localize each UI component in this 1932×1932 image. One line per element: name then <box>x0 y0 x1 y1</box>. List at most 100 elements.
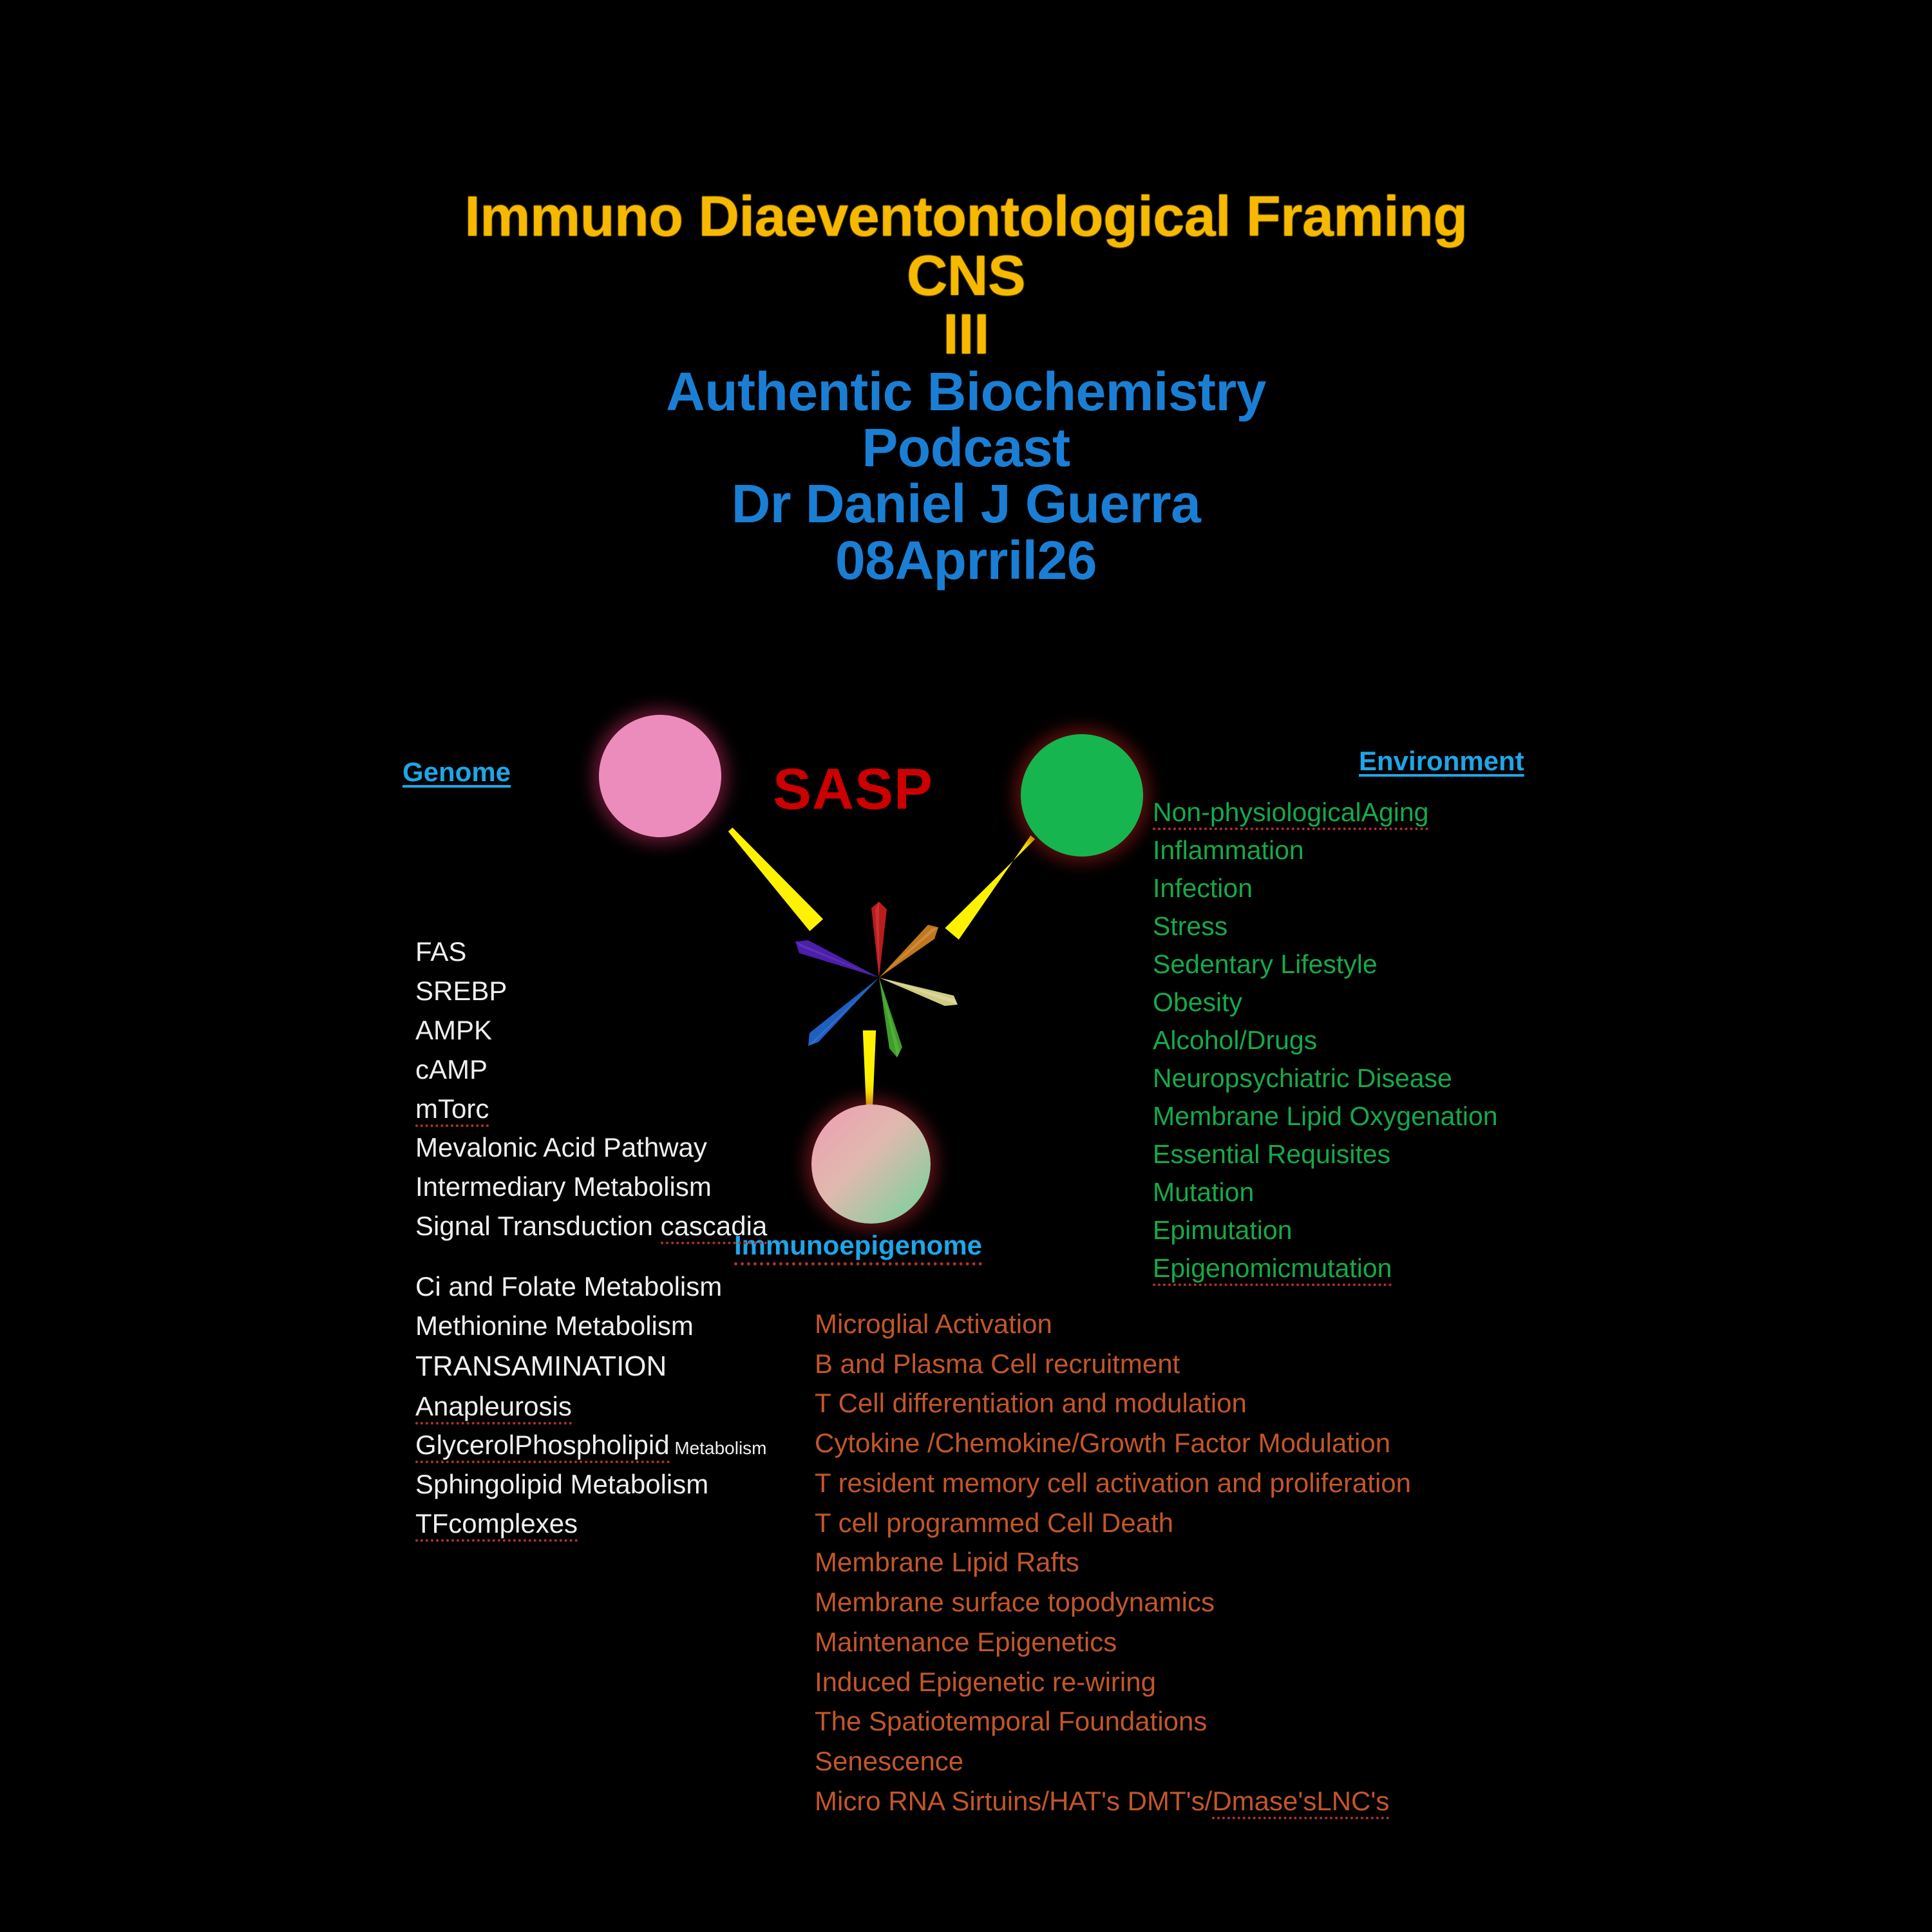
list-item-label: Mutation <box>1153 1177 1255 1208</box>
list-item-tail: Dmase'sLNC's <box>1212 1785 1390 1819</box>
list-item: Inflammation <box>1153 831 1498 869</box>
list-item: T resident memory cell activation and pr… <box>815 1463 1411 1503</box>
list-item: AMPK <box>415 1011 767 1050</box>
list-item: Stress <box>1153 907 1498 945</box>
list-item: Cytokine /Chemokine/Growth Factor Modula… <box>815 1423 1411 1463</box>
title-block: Immuno Diaeventontological Framing CNS I… <box>0 187 1932 589</box>
list-item-label: Stress <box>1153 911 1228 942</box>
list-item: FAS <box>415 933 767 972</box>
list-item-label: Signal Transduction <box>415 1211 661 1242</box>
list-item-label: FAS <box>415 936 467 967</box>
connector-center-to-immunoepigenome <box>862 1030 876 1121</box>
list-item: SREBP <box>415 972 767 1011</box>
title-line-6: Dr Daniel J Guerra <box>731 473 1201 535</box>
list-item-label: Neuropsychiatric Disease <box>1153 1063 1452 1094</box>
list-item-label: Epigenomicmutation <box>1153 1253 1392 1287</box>
list-item: T Cell differentiation and modulation <box>815 1383 1411 1423</box>
title-line-2: CNS <box>906 243 1026 307</box>
list-item-label: Maintenance Epigenetics <box>815 1626 1117 1657</box>
list-item: Methionine Metabolism <box>415 1307 767 1346</box>
list-item-label: Sphingolipid Metabolism <box>415 1469 709 1500</box>
list-item: mTorc <box>415 1090 767 1129</box>
list-item-label: TFcomplexes <box>415 1508 578 1542</box>
list-item-label: TRANSAMINATION <box>415 1350 667 1382</box>
list-item: Sedentary Lifestyle <box>1153 945 1498 983</box>
node-circle-genome <box>599 715 721 837</box>
list-item: Anapleurosis <box>415 1387 767 1426</box>
list-item-label: Methionine Metabolism <box>415 1310 694 1341</box>
list-item: Sphingolipid Metabolism <box>415 1465 767 1504</box>
list-item: Epimutation <box>1153 1211 1498 1249</box>
list-item: T cell programmed Cell Death <box>815 1503 1411 1543</box>
immunoepigenome-process-list: Microglial Activation B and Plasma Cell r… <box>815 1304 1411 1821</box>
list-item: Non-physiologicalAging <box>1153 793 1498 831</box>
list-item: Induced Epigenetic re-wiring <box>815 1662 1411 1702</box>
list-item: TFcomplexes <box>415 1504 767 1544</box>
list-item-label: Inflammation <box>1153 835 1304 866</box>
list-item: Microglial Activation <box>815 1304 1411 1344</box>
list-item: Maintenance Epigenetics <box>815 1622 1411 1662</box>
title-line-5: Podcast <box>862 417 1070 478</box>
list-item-label: Cytokine /Chemokine/Growth Factor Modula… <box>815 1428 1391 1459</box>
list-item: Neuropsychiatric Disease <box>1153 1059 1498 1097</box>
node-circle-environment <box>1021 734 1143 857</box>
list-item: B and Plasma Cell recruitment <box>815 1344 1411 1384</box>
list-item-label: Mevalonic Acid Pathway <box>415 1132 707 1163</box>
list-item-label: SREBP <box>415 975 507 1006</box>
title-line-7: 08Aprril26 <box>835 529 1097 591</box>
list-item: cAMP <box>415 1050 767 1090</box>
list-item-label: Anapleurosis <box>415 1390 572 1425</box>
list-item-label: T cell programmed Cell Death <box>815 1507 1174 1538</box>
title-line-3: III <box>943 302 989 366</box>
list-item-label: Micro RNA Sirtuins/HAT's DMT's/ <box>815 1785 1213 1816</box>
list-item: Epigenomicmutation <box>1153 1249 1498 1287</box>
six-point-star-icon <box>795 902 958 1057</box>
list-item: Signal Transduction cascadia <box>415 1207 768 1246</box>
list-item-label: Obesity <box>1153 987 1242 1018</box>
list-item: Mevalonic Acid Pathway <box>415 1128 767 1168</box>
list-item-label: Senescence <box>815 1746 964 1777</box>
list-item: Infection <box>1153 869 1498 907</box>
heading-environment[interactable]: Environment <box>1359 746 1524 776</box>
heading-genome[interactable]: Genome <box>402 757 511 787</box>
list-item: Essential Requisites <box>1153 1135 1498 1173</box>
list-item-label: Alcohol/Drugs <box>1153 1025 1318 1056</box>
list-item: Alcohol/Drugs <box>1153 1021 1498 1059</box>
list-item-label: T resident memory cell activation and pr… <box>815 1467 1411 1498</box>
list-item-label: AMPK <box>415 1014 493 1045</box>
list-item-label: Membrane Lipid Rafts <box>815 1547 1079 1578</box>
list-item-tail: cascadia <box>660 1211 768 1245</box>
list-item: Membrane Lipid Rafts <box>815 1542 1411 1582</box>
list-item-label: cAMP <box>415 1054 488 1084</box>
list-item: Mutation <box>1153 1173 1498 1211</box>
list-item: TRANSAMINATION <box>415 1346 767 1387</box>
heading-immunoepigenome[interactable]: Immunoepigenome <box>734 1230 983 1265</box>
list-item: Membrane Lipid Oxygenation <box>1153 1097 1498 1135</box>
list-item-label: The Spatiotemporal Foundations <box>815 1706 1208 1737</box>
list-item-label: Intermediary Metabolism <box>415 1171 712 1202</box>
list-item-label: Induced Epigenetic re-wiring <box>815 1666 1156 1697</box>
list-item-label: GlycerolPhospholipid <box>415 1430 670 1464</box>
list-item-label: Sedentary Lifestyle <box>1153 949 1378 980</box>
list-item: Ci and Folate Metabolism <box>415 1267 767 1307</box>
list-item-label: Microglial Activation <box>815 1309 1052 1339</box>
list-item-label: Ci and Folate Metabolism <box>415 1271 723 1302</box>
list-item-label: Membrane Lipid Oxygenation <box>1153 1101 1498 1132</box>
list-item-label: Membrane surface topodynamics <box>815 1587 1215 1618</box>
list-item-label: Non-physiologicalAging <box>1153 797 1429 830</box>
list-item-label: mTorc <box>415 1093 489 1127</box>
list-item-label: B and Plasma Cell recruitment <box>815 1348 1180 1379</box>
list-item-label: Infection <box>1153 873 1253 904</box>
list-item-label: T Cell differentiation and modulation <box>815 1388 1247 1419</box>
list-item-label: Essential Requisites <box>1153 1139 1391 1170</box>
list-item-label: Epimutation <box>1153 1215 1293 1245</box>
sasp-label: SASP <box>773 757 934 822</box>
list-item: Intermediary Metabolism <box>415 1168 767 1207</box>
list-item: Senescence <box>815 1741 1411 1781</box>
list-item: GlycerolPhospholipid Metabolism <box>415 1426 767 1465</box>
list-item-subtext: Metabolism <box>669 1438 767 1459</box>
list-item: Micro RNA Sirtuins/HAT's DMT's/Dmase'sLN… <box>815 1781 1411 1821</box>
